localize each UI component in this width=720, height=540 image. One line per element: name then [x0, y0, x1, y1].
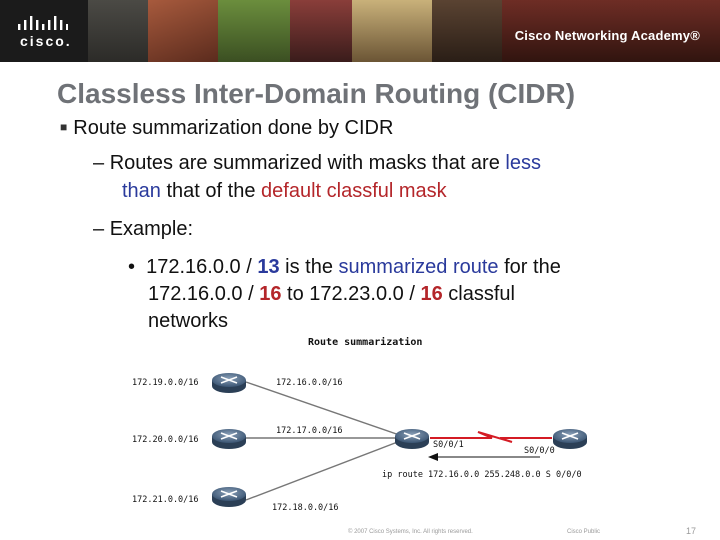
highlight-16: 16	[420, 283, 443, 305]
text-part: Example:	[109, 218, 194, 240]
bullet-route-summarization: ■ Route summarization done by CIDR	[60, 117, 393, 140]
cisco-logo: cisco.	[0, 0, 88, 62]
example-line-3: networks	[148, 310, 228, 333]
banner-photo	[88, 0, 148, 62]
interface-s000: S0/0/0	[524, 446, 555, 456]
bullet-text: Route summarization done by CIDR	[73, 117, 394, 139]
academy-title: Cisco Networking Academy®	[514, 28, 700, 43]
text-part: 172.16.0.0 /	[146, 256, 258, 278]
serial-link	[430, 431, 552, 443]
sub-bullet-masks-cont: than that of the default classful mask	[122, 180, 447, 203]
header-banner: cisco. Cisco Networking Academy®	[0, 0, 720, 62]
text-part: 172.16.0.0 /	[148, 283, 260, 305]
link-label-1: 172.16.0.0/16	[276, 378, 343, 388]
text-part: Routes are summarized with masks that ar…	[109, 152, 506, 174]
highlight-13: 13	[257, 256, 280, 278]
link-r1-central	[245, 381, 409, 439]
example-line-1: • 172.16.0.0 / 13 is the summarized rout…	[128, 256, 561, 278]
sub-bullet-example: – Example:	[93, 218, 194, 240]
text-part: to 172.23.0.0 /	[281, 283, 421, 305]
example-line-2: 172.16.0.0 / 16 to 172.23.0.0 / 16 class…	[148, 283, 515, 306]
arrow-head-icon	[428, 453, 438, 461]
banner-photo	[502, 0, 720, 62]
text-part: networks	[148, 310, 229, 332]
router-icon	[212, 487, 246, 507]
banner-photo	[352, 0, 432, 62]
highlight-default-mask: default classful mask	[261, 180, 447, 202]
router-icon	[395, 429, 429, 449]
square-bullet-icon: ■	[60, 120, 68, 134]
banner-photo	[290, 0, 352, 62]
banner-photo	[148, 0, 218, 62]
router-icon	[212, 373, 246, 393]
banner-photo	[432, 0, 502, 62]
highlight-than: than	[122, 180, 161, 202]
text-part: classful	[442, 283, 515, 305]
page-number: 17	[685, 526, 696, 536]
slide-title: Classless Inter-Domain Routing (CIDR)	[57, 78, 576, 109]
network-diagram: Route summarization 172.19.0.	[132, 336, 587, 513]
banner-photo	[218, 0, 290, 62]
ip-route-command: ip route 172.16.0.0 255.248.0.0 S 0/0/0	[382, 470, 582, 480]
cisco-bars-icon	[18, 16, 68, 30]
text-part: for the	[498, 256, 561, 278]
cisco-wordmark: cisco.	[20, 33, 72, 49]
left-net-2: 172.20.0.0/16	[132, 435, 199, 445]
text-part: is the	[279, 256, 339, 278]
left-net-3: 172.21.0.0/16	[132, 495, 199, 505]
copyright-text: © 2007 Cisco Systems, Inc. All rights re…	[348, 529, 473, 535]
interface-s001: S0/0/1	[433, 440, 464, 450]
link-label-3: 172.18.0.0/16	[272, 503, 339, 513]
link-label-2: 172.17.0.0/16	[276, 426, 343, 436]
router-icon	[553, 429, 587, 449]
left-net-1: 172.19.0.0/16	[132, 378, 199, 388]
highlight-summarized-route: summarized route	[338, 256, 499, 278]
classification-text: Cisco Public	[567, 529, 601, 535]
text-part: that of the	[160, 180, 262, 202]
sub-bullet-masks: – Routes are summarized with masks that …	[93, 152, 541, 174]
highlight-16: 16	[259, 283, 282, 305]
link-r3-central	[245, 437, 409, 501]
router-icon	[212, 429, 246, 449]
highlight-less: less	[505, 152, 541, 174]
diagram-title: Route summarization	[308, 336, 422, 348]
